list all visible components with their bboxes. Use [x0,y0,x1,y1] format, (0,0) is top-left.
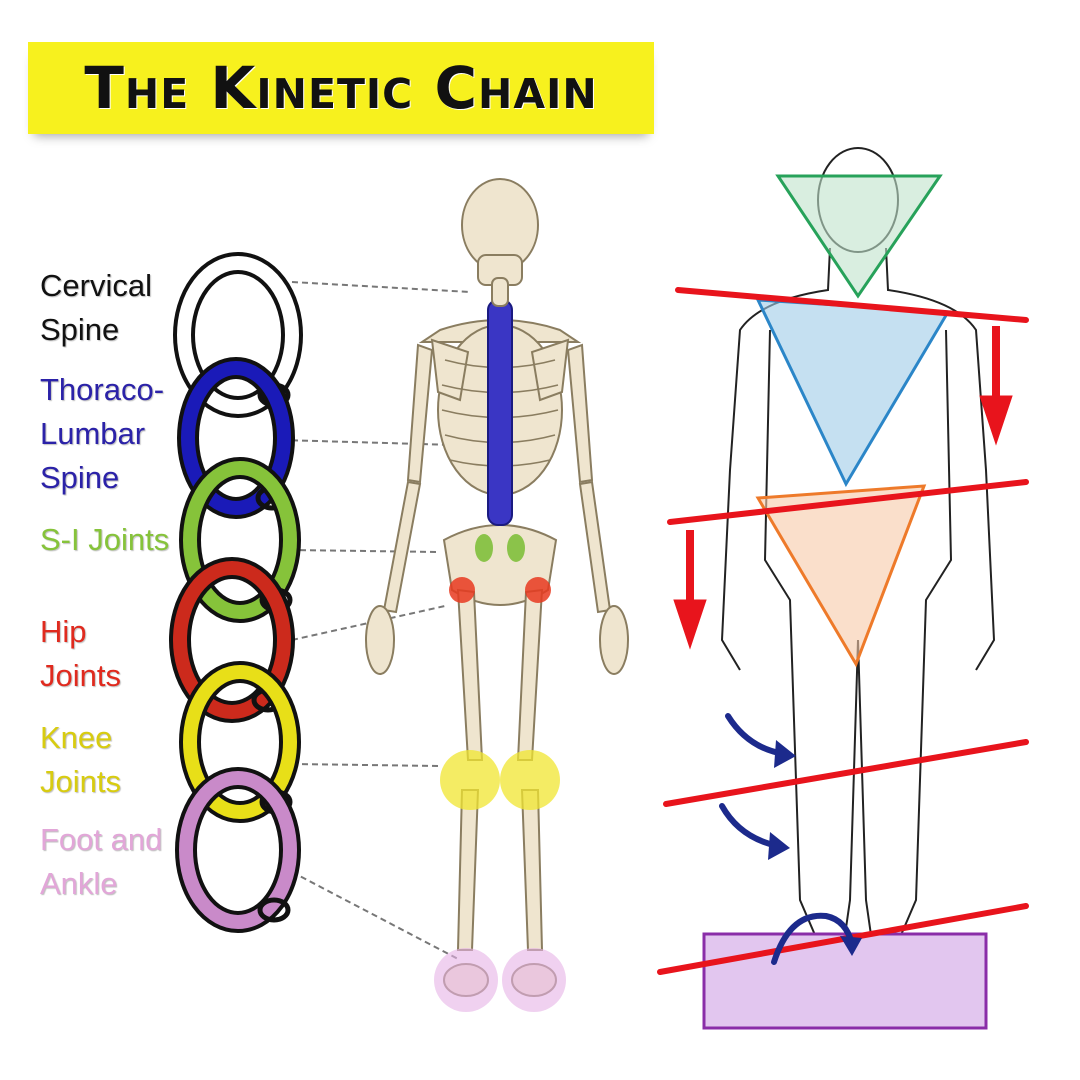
right-hip-joint [525,577,551,603]
foot-box [702,932,988,1030]
foot-rotation-arrow [771,912,855,965]
right-forearm [578,480,612,614]
left-hand [365,605,395,675]
right-knee-joint [500,750,560,810]
connector-si [289,549,441,553]
chain-connectors [281,281,471,961]
drop-arrows [673,326,1013,650]
ring-thoraco-lumbar [181,361,291,515]
head-triangle [775,174,943,299]
right-hand [599,605,629,675]
title-text: The Kinetic Chain [84,54,598,122]
right-shoulder-drop-arrow [979,395,1013,446]
level-lines [657,287,1029,975]
left-humerus [406,343,434,484]
ring-foot-ankle [179,771,297,929]
right-si-joint [507,534,525,562]
left-scapula [430,338,470,402]
connector-foot [291,871,461,961]
chain-rings [169,252,303,933]
right-scapula [530,338,570,402]
cervical-vertebrae [491,277,509,307]
right-humerus [566,343,594,484]
connector-knee [291,763,441,767]
ring-hip [173,561,291,719]
left-si-joint [475,534,493,562]
left-knee-joint [440,750,500,810]
ring-foot-ankle-link [257,897,291,923]
connector-hip [291,605,446,641]
rotation-arrowheads [768,740,862,956]
left-forearm [382,480,422,614]
shoulder-level-line [675,287,1029,323]
pelvis-triangle [755,484,927,668]
left-hip-joint [449,577,475,603]
title-banner: The Kinetic Chain [28,42,654,134]
right-foot-ankle-highlight [502,948,566,1012]
knee-level-line [663,739,1029,807]
left-foot-ankle-highlight [434,948,498,1012]
connector-lumbar [281,439,456,446]
ring-cervical [177,256,299,414]
left-pelvis-drop-arrow [673,599,707,650]
pelvis-level-line [667,479,1029,525]
label-si-joints: S-I Joints [40,522,170,557]
ring-knee [183,665,297,819]
thorax-triangle [755,298,951,488]
ring-si [183,461,297,619]
